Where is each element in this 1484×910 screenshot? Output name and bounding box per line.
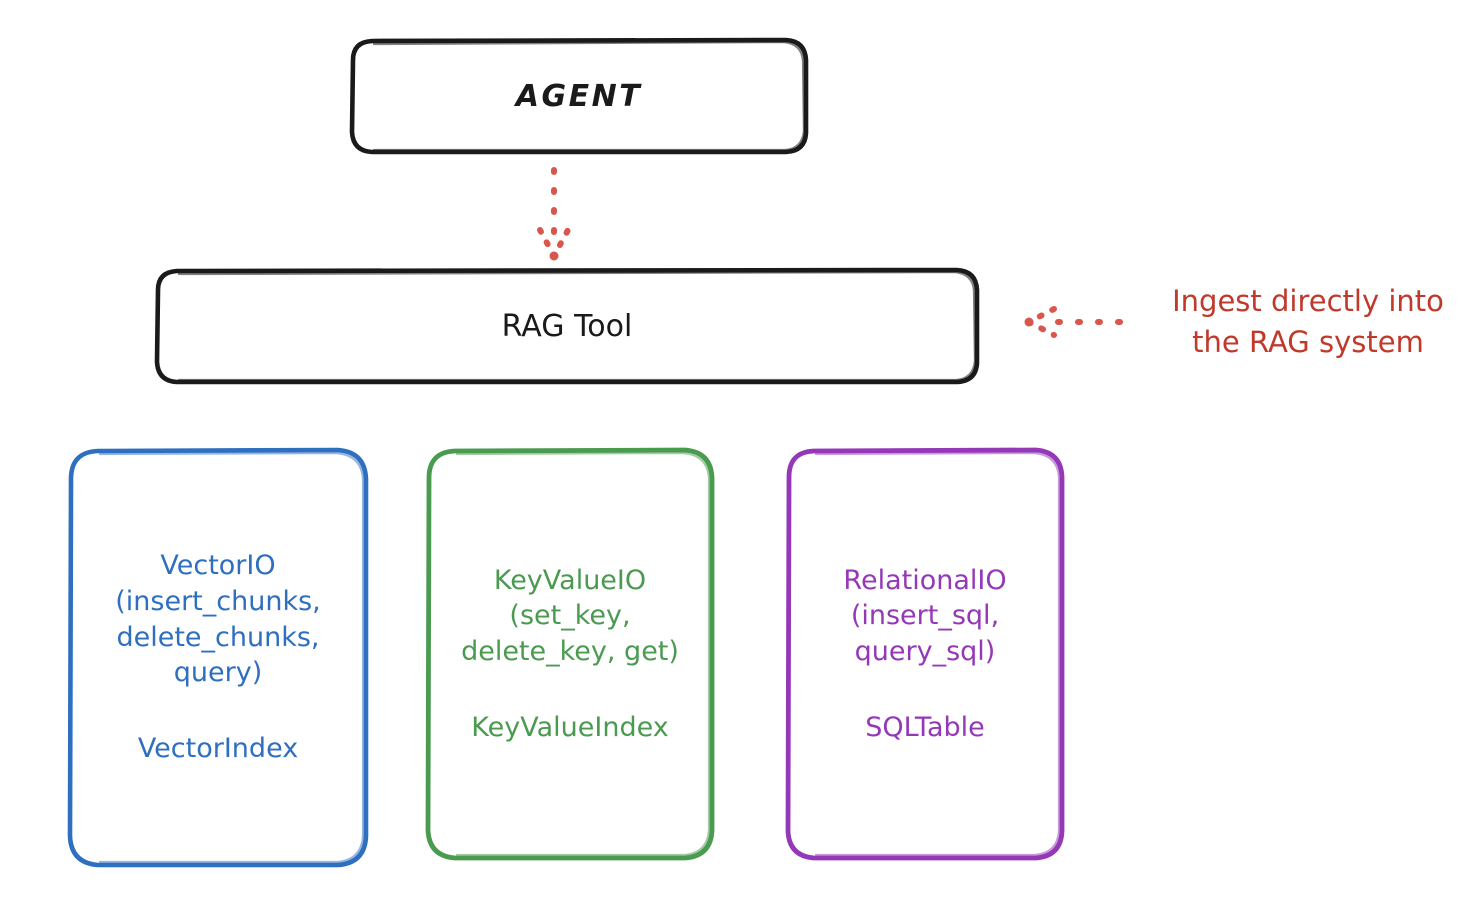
relational-io-title: RelationalIO (insert_sql, query_sql) (843, 564, 1007, 667)
connector-agent-to-rag-tool (537, 167, 571, 261)
node-key-value-io[interactable]: KeyValueIO (set_key, delete_key, get) Ke… (428, 450, 712, 858)
node-vector-io[interactable]: VectorIO (insert_chunks, delete_chunks, … (70, 450, 366, 865)
agent-box-outline (349, 37, 809, 155)
vector-io-box-outline (67, 447, 369, 868)
agent-label: AGENT (515, 78, 643, 114)
rag-tool-box-outline (154, 267, 980, 385)
vector-io-title: VectorIO (insert_chunks, delete_chunks, … (115, 550, 321, 689)
rag-tool-label: RAG Tool (501, 308, 633, 344)
vector-io-index: VectorIndex (137, 732, 299, 764)
node-relational-io[interactable]: RelationalIO (insert_sql, query_sql) SQL… (788, 450, 1062, 858)
node-agent[interactable]: AGENT (352, 40, 806, 152)
node-rag-tool[interactable]: RAG Tool (157, 270, 977, 382)
key-value-io-index: KeyValueIndex (471, 711, 669, 743)
relational-io-index: SQLTable (865, 711, 985, 743)
key-value-io-title: KeyValueIO (set_key, delete_key, get) (461, 564, 679, 667)
relational-io-box-outline (785, 447, 1065, 861)
connector-annotation-to-rag-tool (1024, 306, 1123, 338)
key-value-io-box-outline (425, 447, 715, 861)
annotation-ingest-label: Ingest directly into the RAG system (1172, 284, 1444, 360)
